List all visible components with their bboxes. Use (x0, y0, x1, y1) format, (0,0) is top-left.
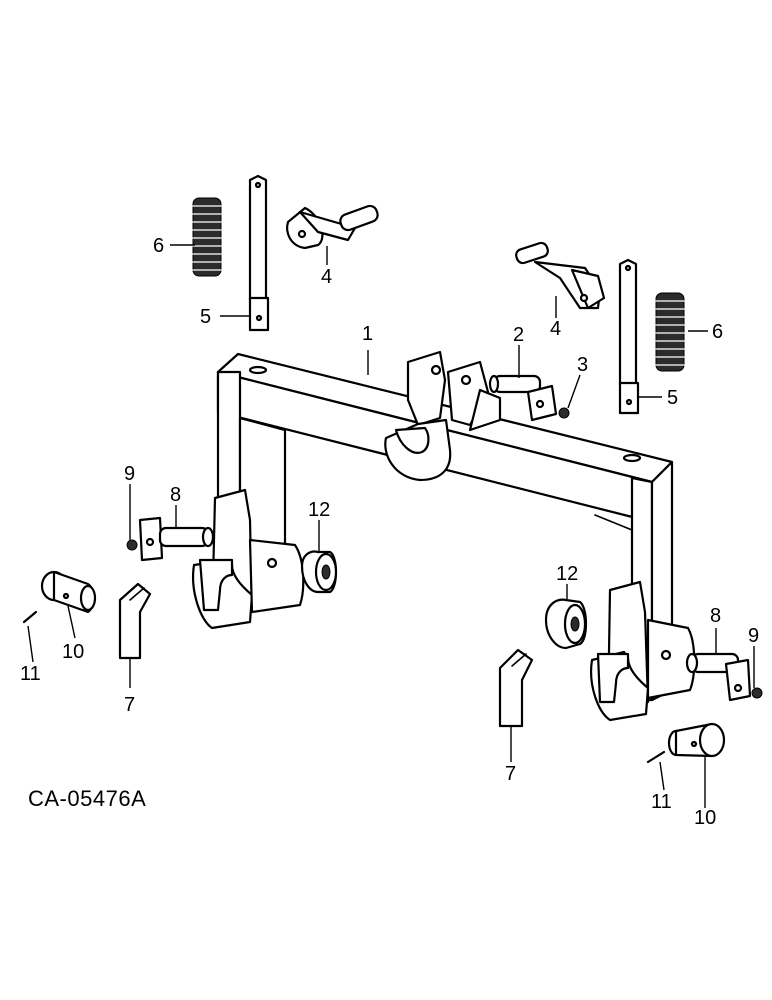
callout-11-left: 11 (20, 663, 41, 685)
callout-12-right: 12 (556, 563, 578, 585)
cotter-pin-part-11-left (22, 610, 38, 624)
rod-part-5-right (618, 258, 640, 415)
callout-3: 3 (577, 354, 588, 376)
callout-5-right: 5 (667, 387, 678, 409)
main-frame-part-1 (192, 350, 696, 722)
callout-9-left: 9 (124, 463, 135, 485)
bushing-part-10-right (667, 722, 726, 758)
callout-10-left: 10 (62, 641, 84, 663)
rod-part-5-left (248, 174, 270, 332)
callout-8-left: 8 (170, 484, 181, 506)
nut-part-3 (558, 407, 570, 419)
cotter-pin-part-11-right (646, 750, 666, 764)
callout-2: 2 (513, 324, 524, 346)
leader-lines (27, 244, 755, 808)
roller-part-12-left (300, 550, 338, 594)
callout-7-left: 7 (124, 694, 135, 716)
callout-5-left: 5 (200, 306, 211, 328)
roller-part-12-right (544, 598, 588, 650)
nut-part-9-left (126, 539, 138, 551)
spring-part-6-left (192, 197, 222, 277)
callout-8-right: 8 (710, 605, 721, 627)
callout-10-right: 10 (694, 807, 716, 829)
callout-12-left: 12 (308, 499, 330, 521)
latch-part-4-left (286, 204, 379, 250)
callout-9-right: 9 (748, 625, 759, 647)
callout-4-right: 4 (550, 318, 561, 340)
callout-4-left: 4 (321, 266, 332, 288)
latch-part-4-right (515, 241, 606, 310)
callout-7-right: 7 (505, 763, 516, 785)
pin-part-8-right (685, 652, 752, 702)
callout-6-left: 6 (153, 235, 164, 257)
callout-labels: 1 2 3 4 4 5 5 6 6 7 7 8 8 9 9 10 10 11 1… (20, 235, 759, 829)
pin-part-2 (488, 374, 558, 422)
figure-id: CA-05476A (28, 786, 146, 811)
bracket-part-7-right (498, 648, 534, 728)
bushing-part-10-left (40, 570, 97, 614)
callout-1: 1 (362, 323, 373, 345)
spring-part-6-right (655, 292, 685, 372)
bracket-part-7-left (118, 582, 152, 660)
nut-part-9-right (751, 687, 763, 699)
callout-11-right: 11 (651, 791, 672, 813)
callout-6-right: 6 (712, 321, 723, 343)
pin-part-8-left (138, 516, 215, 562)
